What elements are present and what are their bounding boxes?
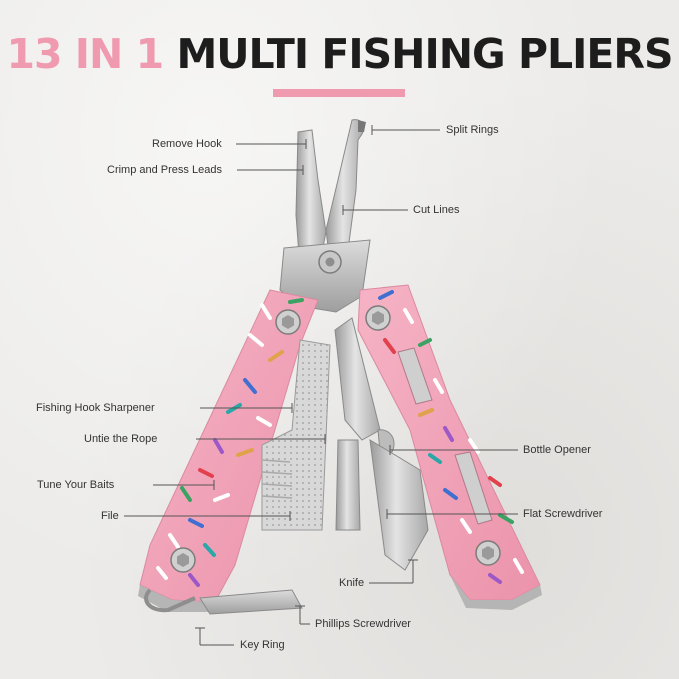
label-phillips-screwdriver: Phillips Screwdriver — [315, 618, 411, 630]
label-crimp-press-leads: Crimp and Press Leads — [107, 164, 222, 176]
title-highlight: 13 IN 1 — [6, 30, 164, 78]
handle-screws — [170, 305, 501, 573]
label-key-ring: Key Ring — [240, 639, 285, 651]
label-file: File — [101, 510, 119, 522]
title-main: MULTI FISHING PLIERS — [176, 30, 673, 78]
page-title: 13 IN 1 MULTI FISHING PLIERS — [0, 30, 679, 78]
plier-jaws — [279, 119, 371, 313]
label-fishing-hook-sharpener: Fishing Hook Sharpener — [36, 402, 155, 414]
label-flat-screwdriver: Flat Screwdriver — [523, 508, 603, 520]
sprinkle-pattern — [156, 290, 524, 587]
label-knife: Knife — [339, 577, 365, 589]
leader-lines — [124, 125, 518, 646]
label-bottle-opener: Bottle Opener — [523, 444, 591, 456]
label-split-rings: Split Rings — [446, 124, 499, 136]
label-cut-lines: Cut Lines — [413, 204, 460, 216]
label-tune-your-baits: Tune Your Baits — [37, 479, 115, 491]
label-untie-the-rope: Untie the Rope — [84, 433, 158, 445]
center-tools — [144, 317, 429, 615]
title-underline — [273, 89, 405, 97]
label-remove-hook: Remove Hook — [152, 138, 222, 150]
